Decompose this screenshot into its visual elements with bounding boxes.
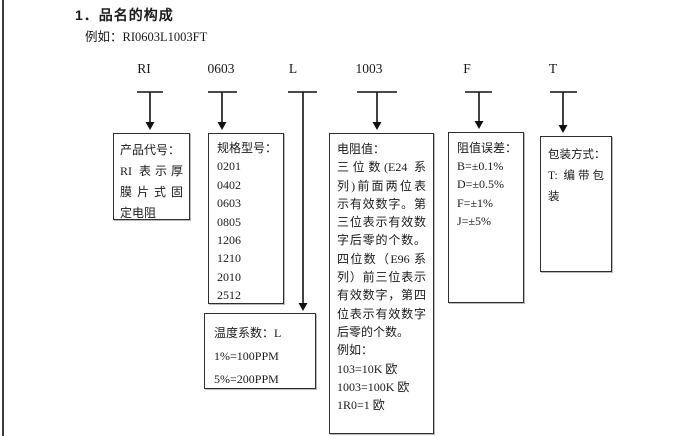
code-segment-ri: RI	[137, 61, 151, 76]
box-line: 示有效数字。第	[337, 196, 426, 211]
box-line: J=±5%	[457, 213, 492, 228]
box-tolerance: 阻值误差： B=±0.1% D=±0.5% F=±1% J=±5%	[448, 132, 524, 303]
box-line: 0402	[217, 177, 241, 192]
box-resistance-value: 电阻值： 三位数(E24 系 列)前面两位表 示有效数字。第 三位表示有效数 字…	[329, 133, 434, 434]
box-line: 列)前面两位表	[337, 178, 426, 193]
box-line: 1%=100PPM	[214, 349, 279, 363]
box-line: 列）前三位表示	[337, 270, 426, 285]
box-line: 电阻值：	[337, 142, 386, 156]
box-line: 膜片式固	[120, 185, 183, 199]
box-product-code: 产品代号： RI 表示厚 膜片式固 定电阻	[113, 133, 190, 220]
box-line: 后零的个数。	[337, 324, 410, 339]
box-line: 温度系数：L	[214, 326, 282, 340]
box-line: RI 表示厚	[120, 164, 183, 178]
box-size-codes: 规格型号： 0201 0402 0603 0805 1206 1210 2010…	[208, 133, 284, 304]
box-line: 1003=100K 欧	[337, 379, 410, 394]
box-packing-type: 包装方式： T: 编带包 装	[540, 136, 612, 272]
code-segment-value: 1003	[355, 61, 383, 76]
code-segment-size: 0603	[207, 61, 235, 76]
page-left-border	[2, 0, 4, 436]
arrow-down-tolerance	[465, 91, 492, 129]
box-line: 2010	[217, 269, 241, 284]
box-line: 5%=200PPM	[214, 372, 279, 386]
example-part-number: 例如：RI0603L1003FT	[85, 30, 208, 44]
box-line: T: 编带包	[548, 170, 604, 182]
box-line: 规格型号：	[217, 141, 278, 155]
code-segment-tolerance: F	[463, 61, 471, 76]
box-line: 1206	[217, 233, 241, 248]
box-line: 字后零的个数。	[337, 233, 426, 248]
box-line: 0603	[217, 196, 241, 211]
box-line: 1R0=1 欧	[337, 398, 385, 413]
box-line: 装	[548, 191, 560, 203]
code-segment-tcr: L	[288, 61, 298, 76]
code-segment-packing: T	[548, 61, 558, 76]
box-line: 0201	[217, 159, 241, 174]
arrow-down-value	[357, 91, 397, 130]
box-line: 定电阻	[120, 206, 157, 220]
box-line: D=±0.5%	[457, 177, 505, 192]
arrow-down-ri	[137, 91, 163, 130]
box-line: 产品代号：	[120, 143, 181, 157]
arrow-down-tcr	[288, 91, 317, 311]
box-line: 四位数（E96 系	[337, 251, 426, 266]
box-line: 有效数字，第四	[337, 288, 426, 303]
box-line: 0805	[217, 214, 241, 229]
box-line: 103=10K 欧	[337, 361, 398, 376]
box-line: B=±0.1%	[457, 159, 504, 174]
box-line: F=±1%	[457, 195, 494, 210]
section-title: 1．品名的构成	[75, 7, 174, 23]
box-line: 包装方式：	[548, 149, 606, 161]
box-line: 三位表示有效数	[337, 215, 426, 230]
box-line: 例如：	[337, 343, 374, 358]
box-line: 1210	[217, 251, 241, 266]
box-line: 位表示有效数字	[337, 306, 426, 321]
box-line: 三位数(E24 系	[337, 160, 426, 175]
box-line: 阻值误差：	[457, 141, 518, 155]
arrow-down-packing	[550, 91, 577, 133]
box-temperature-coefficient: 温度系数：L 1%=100PPM 5%=200PPM	[204, 313, 316, 389]
arrow-down-size	[208, 91, 237, 130]
box-line: 2512	[217, 288, 241, 303]
